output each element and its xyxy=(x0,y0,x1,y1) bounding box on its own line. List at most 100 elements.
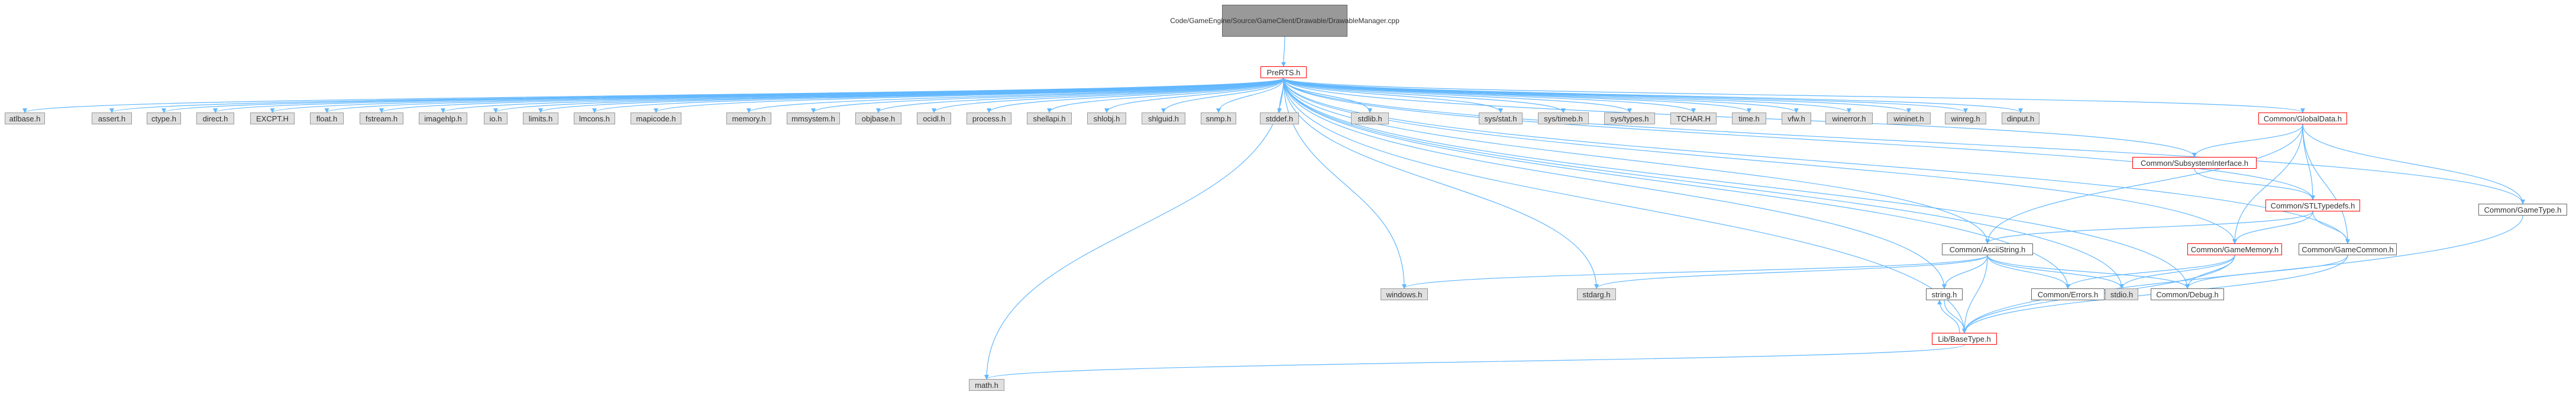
edge-prerts-to-vfw xyxy=(1283,78,1799,113)
edge-asciistring-to-string xyxy=(1942,255,1988,289)
node-imagehlp[interactable]: imagehlp.h xyxy=(419,113,467,124)
edge-prerts-to-systypes xyxy=(1283,78,1632,113)
node-atlbase[interactable]: atlbase.h xyxy=(5,113,45,124)
edge-prerts-to-mapicode xyxy=(654,78,1284,113)
node-fstream[interactable]: fstream.h xyxy=(360,113,403,124)
node-excpt[interactable]: EXCPT.H xyxy=(250,113,295,124)
node-gamememory[interactable]: Common/GameMemory.h xyxy=(2187,243,2282,255)
node-subsysteminterface[interactable]: Common/SubsystemInterface.h xyxy=(2132,157,2257,169)
edge-subsystem-to-stltypedefs xyxy=(2194,168,2315,200)
edge-prerts-to-stltypedefs xyxy=(1283,78,2315,200)
edge-asciistring-to-errors xyxy=(1987,255,2070,289)
node-dinput[interactable]: dinput.h xyxy=(2002,113,2040,124)
node-ocidl[interactable]: ocidl.h xyxy=(917,113,951,124)
node-shlguid[interactable]: shlguid.h xyxy=(1142,113,1185,124)
edge-stltypedefs-to-gamememory xyxy=(2232,211,2313,244)
edge-prerts-to-process xyxy=(987,78,1284,113)
edge-prerts-to-ocidl xyxy=(932,78,1284,113)
node-shellapi[interactable]: shellapi.h xyxy=(1027,113,1072,124)
node-stddef[interactable]: stddef.h xyxy=(1260,113,1299,124)
edge-prerts-to-windows xyxy=(1283,78,1407,289)
node-snmp[interactable]: snmp.h xyxy=(1201,113,1236,124)
edge-prerts-to-sysstat xyxy=(1283,78,1503,113)
node-string[interactable]: string.h xyxy=(1926,288,1963,300)
node-vfw[interactable]: vfw.h xyxy=(1782,113,1811,124)
node-winreg[interactable]: winreg.h xyxy=(1945,113,1986,124)
edge-prerts-to-memory xyxy=(746,78,1284,113)
edge-globaldata-to-subsystem xyxy=(2192,124,2303,158)
edge-prerts-to-gametype xyxy=(1283,78,2525,204)
node-time[interactable]: time.h xyxy=(1732,113,1766,124)
node-direct[interactable]: direct.h xyxy=(196,113,234,124)
edge-prerts-to-asciistring xyxy=(1283,78,1990,244)
edge-asciistring-to-windows xyxy=(1402,255,1988,289)
node-limits[interactable]: limits.h xyxy=(523,113,558,124)
node-tchar[interactable]: TCHAR.H xyxy=(1670,113,1717,124)
node-shlobj[interactable]: shlobj.h xyxy=(1087,113,1126,124)
edge-prerts-to-string xyxy=(1283,78,1947,289)
node-objbase[interactable]: objbase.h xyxy=(855,113,901,124)
node-mapicode[interactable]: mapicode.h xyxy=(631,113,681,124)
node-stdio[interactable]: stdio.h xyxy=(2105,288,2138,300)
edge-prerts-to-snmp xyxy=(1216,78,1284,113)
node-globaldata[interactable]: Common/GlobalData.h xyxy=(2258,113,2347,124)
node-stltypedefs[interactable]: Common/STLTypedefs.h xyxy=(2265,200,2360,211)
node-sys-timeb[interactable]: sys/timeb.h xyxy=(1538,113,1589,124)
node-basetype[interactable]: Lib/BaseType.h xyxy=(1932,333,1997,345)
edge-prerts-to-tchar xyxy=(1283,78,1696,113)
node-math[interactable]: math.h xyxy=(969,379,1004,391)
edge-prerts-to-debug xyxy=(1283,78,2190,289)
edge-prerts-to-globaldata xyxy=(1283,78,2305,113)
node-winerror[interactable]: winerror.h xyxy=(1825,113,1873,124)
edge-prerts-to-basetype xyxy=(1283,78,1967,333)
edge-gamememory-to-errors xyxy=(2066,255,2235,289)
edge-globaldata-to-gamememory xyxy=(2232,124,2303,244)
node-stdlib[interactable]: stdlib.h xyxy=(1351,113,1389,124)
edge-asciistring-to-stdio xyxy=(1987,255,2124,289)
node-sys-stat[interactable]: sys/stat.h xyxy=(1479,113,1523,124)
edge-prerts-to-objbase xyxy=(876,78,1284,113)
edge-globaldata-to-gametype xyxy=(2302,124,2525,204)
edge-asciistring-to-basetype xyxy=(1962,255,1988,333)
node-ctype[interactable]: ctype.h xyxy=(147,113,181,124)
node-lmcons[interactable]: lmcons.h xyxy=(574,113,615,124)
node-prerts[interactable]: PreRTS.h xyxy=(1260,66,1307,78)
edge-prerts-to-math xyxy=(984,78,1284,380)
node-assert[interactable]: assert.h xyxy=(92,113,132,124)
edge-basetype-to-math xyxy=(984,344,1965,380)
edge-asciistring-to-stdarg xyxy=(1594,255,1988,289)
edge-gametype-to-basetype xyxy=(1962,215,2523,333)
node-stdarg[interactable]: stdarg.h xyxy=(1577,288,1616,300)
edge-prerts-to-shlobj xyxy=(1104,78,1284,113)
node-wininet[interactable]: wininet.h xyxy=(1887,113,1931,124)
edge-prerts-to-wininet xyxy=(1283,78,1911,113)
edge-stltypedefs-to-gamecommon xyxy=(2312,211,2350,244)
edge-prerts-to-winerror xyxy=(1283,78,1851,113)
node-float[interactable]: float.h xyxy=(310,113,344,124)
node-root-file[interactable]: Code/GameEngine/Source/GameClient/Drawab… xyxy=(1170,5,1399,37)
node-sys-types[interactable]: sys/types.h xyxy=(1604,113,1655,124)
edge-prerts-to-dinput xyxy=(1283,78,2023,113)
edge-basetype-to-string xyxy=(1937,300,1960,333)
node-errors[interactable]: Common/Errors.h xyxy=(2031,288,2105,300)
edge-root-to-prerts xyxy=(1281,36,1287,67)
node-process[interactable]: process.h xyxy=(967,113,1011,124)
node-gametype[interactable]: Common/GameType.h xyxy=(2478,204,2567,216)
edge-globaldata-to-asciistring xyxy=(1985,124,2303,244)
edge-globaldata-to-gamecommon xyxy=(2302,124,2350,244)
node-windows[interactable]: windows.h xyxy=(1381,288,1428,300)
node-mmsystem[interactable]: mmsystem.h xyxy=(787,113,840,124)
node-asciistring[interactable]: Common/AsciiString.h xyxy=(1942,243,2033,255)
edge-gamememory-to-debug xyxy=(2185,255,2235,289)
edge-prerts-to-shellapi xyxy=(1047,78,1284,113)
node-debug[interactable]: Common/Debug.h xyxy=(2151,288,2224,300)
edge-prerts-to-direct xyxy=(213,78,1284,113)
node-gamecommon[interactable]: Common/GameCommon.h xyxy=(2299,243,2397,255)
edge-prerts-to-mmsystem xyxy=(811,78,1284,113)
edge-prerts-to-shlguid xyxy=(1161,78,1284,113)
node-io[interactable]: io.h xyxy=(484,113,508,124)
edge-prerts-to-gamememory xyxy=(1283,78,2237,244)
node-memory[interactable]: memory.h xyxy=(726,113,771,124)
